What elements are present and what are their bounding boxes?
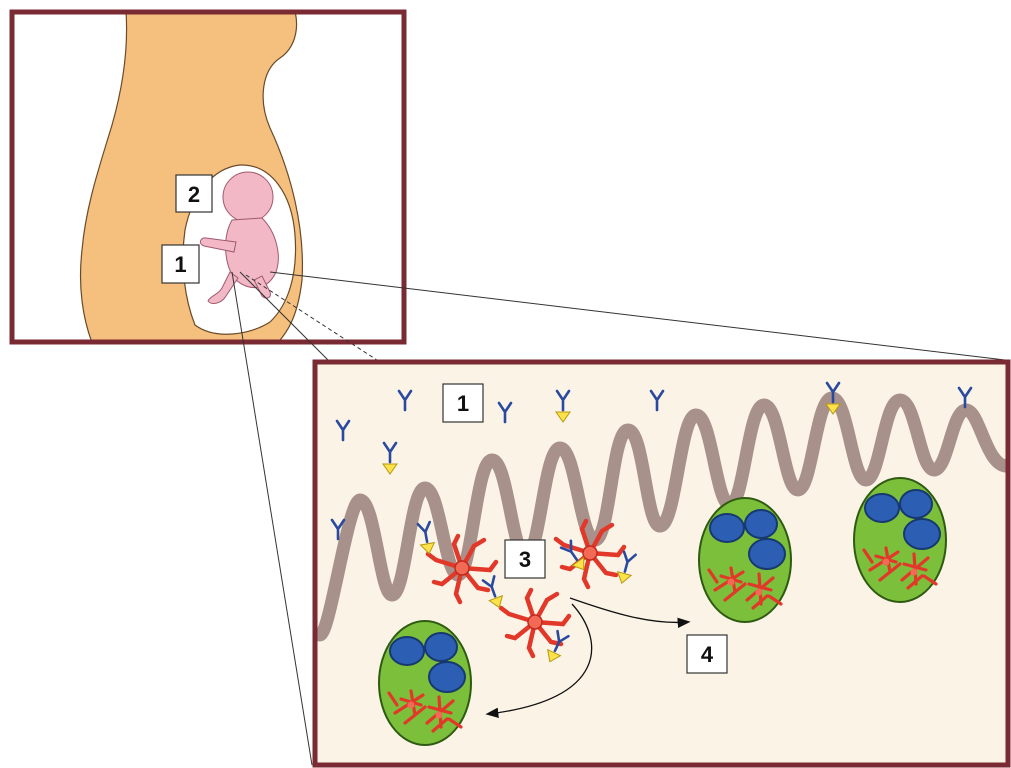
label-2-fetus: 2 (176, 175, 212, 212)
svg-text:3: 3 (519, 547, 531, 572)
svg-text:1: 1 (174, 252, 186, 277)
svg-text:1: 1 (457, 391, 469, 416)
svg-text:4: 4 (701, 642, 714, 667)
svg-text:2: 2 (188, 182, 200, 207)
label-1-uterus: 1 (162, 245, 199, 283)
placenta-zoom-panel (315, 362, 1008, 765)
label-4-transfer: 4 (687, 635, 727, 673)
label-1-maternal-side: 1 (443, 384, 483, 422)
label-3-cells: 3 (505, 540, 545, 578)
